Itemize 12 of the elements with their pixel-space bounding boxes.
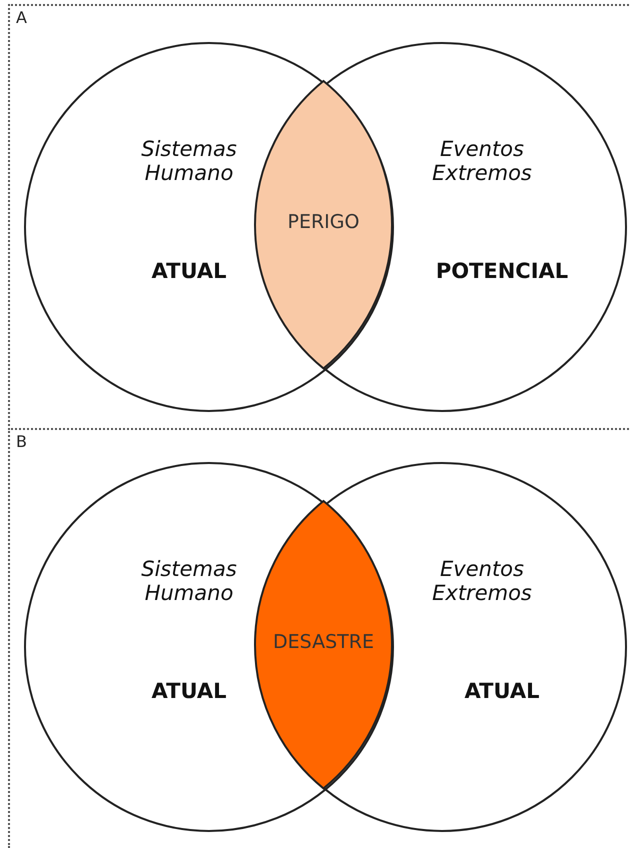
state-label: ATUAL xyxy=(150,679,228,703)
category-label: Eventos Extremos xyxy=(431,137,533,185)
state-label: ATUAL xyxy=(464,679,540,703)
panel-letter: A xyxy=(16,8,27,27)
state-label: ATUAL xyxy=(150,259,228,283)
intersection-label: PERIGO xyxy=(286,210,360,233)
intersection-label: DESASTRE xyxy=(272,630,375,653)
panel-letter: B xyxy=(16,432,27,451)
category-label: Sistemas Humano xyxy=(140,557,238,605)
state-label: POTENCIAL xyxy=(434,259,570,283)
category-label: Sistemas Humano xyxy=(140,137,238,185)
category-label: Eventos Extremos xyxy=(431,557,533,605)
